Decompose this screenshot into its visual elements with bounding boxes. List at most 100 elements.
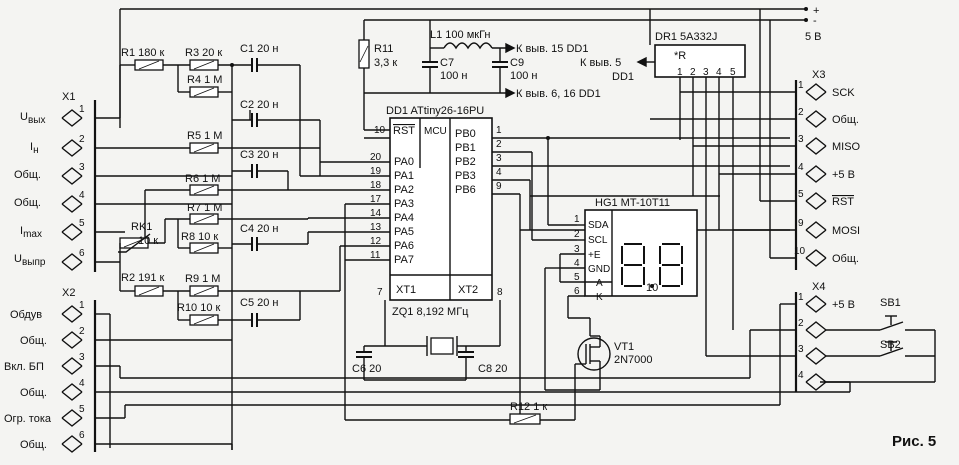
rail-minus: - <box>813 15 817 27</box>
figure-caption: Рис. 5 <box>892 433 936 450</box>
x2-name: X2 <box>62 287 75 299</box>
hg1-gnd: GND <box>588 264 610 275</box>
x3-label-5v: +5 В <box>832 169 855 181</box>
x1-label-4: Общ. <box>14 197 41 209</box>
mcu-pa6: PA6 <box>394 240 414 252</box>
x3-label-miso: MISO <box>832 141 861 153</box>
x3-label-rst: RST <box>832 196 854 208</box>
x4-pin-3: 3 <box>798 344 804 355</box>
rail-plus: + <box>813 5 819 17</box>
x1-label-1: Uвых <box>20 111 45 126</box>
r9-label: R9 1 М <box>185 273 220 285</box>
dr1-chip: DR1 5A332J *R 1 2 3 4 5 <box>654 31 746 356</box>
hg1-display: HG1 MT-10T11 SDA SCL +E GND A K 1 2 3 4 … <box>544 197 698 390</box>
mcu-pin-11: 11 <box>370 250 381 261</box>
mcu-pin-4: 4 <box>496 167 502 178</box>
hg1-pin-3: 3 <box>574 244 580 255</box>
mcu-pin-1: 1 <box>496 125 502 136</box>
c2-label: C2 20 н <box>240 99 278 111</box>
x4-name: X4 <box>812 281 825 293</box>
r12-label: R12 1 к <box>510 401 547 413</box>
rk1-value: 10 к <box>138 235 158 247</box>
x1-label-2: Iн <box>30 141 39 156</box>
hg1-digit-count: 10 <box>646 282 658 294</box>
x1-label-5: Imax <box>20 225 42 240</box>
mcu-pin-19: 19 <box>370 166 382 177</box>
mcu-tag: MCU <box>424 126 447 137</box>
mcu-pa2: PA2 <box>394 184 414 196</box>
x2-label-1: Обдув <box>10 309 42 321</box>
mcu-pin-17: 17 <box>370 194 382 205</box>
x2-label-2: Общ. <box>20 335 47 347</box>
mcu-pa7: PA7 <box>394 254 414 266</box>
c9-name: C9 <box>510 57 524 69</box>
r10-label: R10 10 к <box>177 302 221 314</box>
r6-label: R6 1 М <box>185 173 220 185</box>
x3-label-mosi: MOSI <box>832 225 860 237</box>
dr1-pin-1: 1 <box>677 67 683 78</box>
hg1-pin-6: 6 <box>574 286 580 297</box>
c9-value: 100 н <box>510 70 537 82</box>
mcu-name: DD1 ATtiny26-16PU <box>386 105 484 117</box>
crystal-circuit: ZQ1 8,192 МГц C6 20 C8 20 <box>352 300 507 381</box>
hg1-a: A <box>596 278 603 289</box>
r11-name: R11 <box>374 43 393 55</box>
x4-label-1: +5 В <box>832 299 855 311</box>
mcu-pin-13: 13 <box>370 222 382 233</box>
mcu-pb2: PB2 <box>455 156 476 168</box>
x1-pin-1: 1 <box>79 104 85 115</box>
x3-label-sck: SCK <box>832 87 855 99</box>
mcu-pin-12: 12 <box>370 236 382 247</box>
vt1-type: 2N7000 <box>614 354 653 366</box>
mcu-pa3: PA3 <box>394 198 414 210</box>
mcu-xt1: XT1 <box>396 284 416 296</box>
button-sb1[interactable]: SB1 <box>879 297 904 331</box>
mcu-left-leads <box>288 137 390 261</box>
c8-label: C8 20 <box>478 363 507 375</box>
x2-pin-1: 1 <box>79 300 85 311</box>
mcu-pin-2: 2 <box>496 139 502 150</box>
mcu-pin-7: 7 <box>377 287 383 298</box>
mcu-dd1: DD1 ATtiny26-16PU RST MCU 10 20 19 18 17… <box>370 105 503 301</box>
x1-pin-3: 3 <box>79 162 85 173</box>
filter-to616: К выв. 6, 16 DD1 <box>516 88 601 100</box>
mcu-pin-8: 8 <box>497 287 503 298</box>
x3-pin-1: 1 <box>798 80 804 91</box>
hg1-e: +E <box>588 250 601 261</box>
mcu-xt2: XT2 <box>458 284 478 296</box>
x1-pin-5: 5 <box>79 218 85 229</box>
x3-pin-3: 3 <box>798 134 804 145</box>
sb2-label: SB2 <box>880 339 901 351</box>
button-sb2[interactable]: SB2 <box>879 339 904 357</box>
c7-value: 100 н <box>440 70 467 82</box>
hg1-pin-4: 4 <box>574 258 580 269</box>
x2-pin-3: 3 <box>79 352 85 363</box>
x1-pin-4: 4 <box>79 190 85 201</box>
rk1-name: RK1 <box>131 221 152 233</box>
mcu-pa1: PA1 <box>394 170 414 182</box>
mcu-pa0: PA0 <box>394 156 414 168</box>
mcu-pin-9: 9 <box>496 181 502 192</box>
c4-label: C4 20 н <box>240 223 278 235</box>
dr1-name: DR1 5A332J <box>655 31 717 43</box>
c7-name: C7 <box>440 57 454 69</box>
dr1-pin-3: 3 <box>703 67 709 78</box>
x3-pin-5: 5 <box>798 189 804 200</box>
r7-label: R7 1 М <box>187 202 222 214</box>
mcu-pin-18: 18 <box>370 180 382 191</box>
x2-pin-2: 2 <box>79 326 85 337</box>
filter-to5a: К выв. 5 <box>580 57 621 69</box>
x1-pin-2: 2 <box>79 134 85 145</box>
x1-label-3: Общ. <box>14 169 41 181</box>
x2-label-5: Огр. тока <box>4 413 52 425</box>
common-bus <box>545 389 600 391</box>
x2-label-3: Вкл. БП <box>4 361 44 373</box>
r4-label: R4 1 М <box>187 74 222 86</box>
x1-label-6: Uвыпр <box>14 253 46 268</box>
hg1-pin-1: 1 <box>574 214 580 225</box>
connector-x3: X3 1 2 3 4 5 9 10 SCK Общ. MISO +5 В RST… <box>650 9 861 270</box>
power-filter: R11 3,3 к L1 100 мкГн К выв. 15 DD1 C7 1… <box>358 20 655 131</box>
r2-label: R2 191 к <box>121 272 165 284</box>
mcu-pb0: PB0 <box>455 128 476 140</box>
